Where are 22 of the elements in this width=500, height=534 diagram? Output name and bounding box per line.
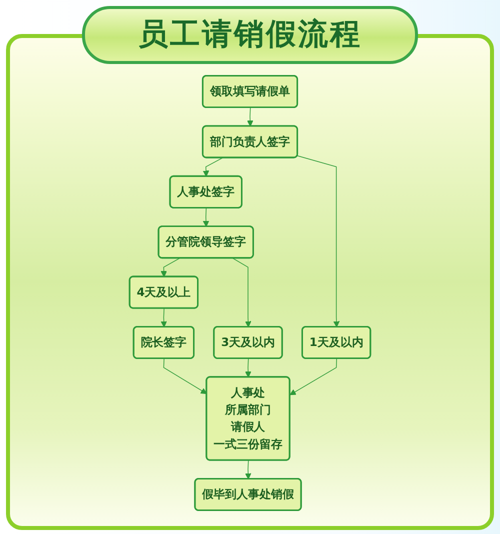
process-box: 院长签字 (132, 326, 195, 359)
arrow (232, 258, 252, 328)
process-box: 领取填写请假单 (202, 75, 298, 108)
process-box: 假毕到人事处销假 (194, 478, 302, 511)
process-box: 人事处签字 (169, 175, 242, 208)
arrow (245, 358, 252, 378)
arrow (163, 358, 208, 394)
arrow (160, 258, 180, 278)
title: 员工请销假流程 (82, 6, 418, 64)
arrow (290, 358, 338, 396)
process-box: 分管院领导签字 (158, 226, 254, 259)
arrow (245, 460, 252, 480)
process-box: 部门负责人签字 (202, 125, 298, 158)
arrow (297, 155, 340, 328)
arrow (160, 308, 167, 328)
arrow (202, 208, 210, 227)
arrow (202, 157, 223, 177)
process-box: 人事处 所属部门 请假人 一式三份留存 (206, 376, 290, 461)
process-box: 3天及以内 (213, 326, 283, 359)
arrow (247, 107, 254, 127)
process-box: 1天及以内 (301, 326, 372, 359)
process-box: 4天及以上 (128, 276, 199, 309)
